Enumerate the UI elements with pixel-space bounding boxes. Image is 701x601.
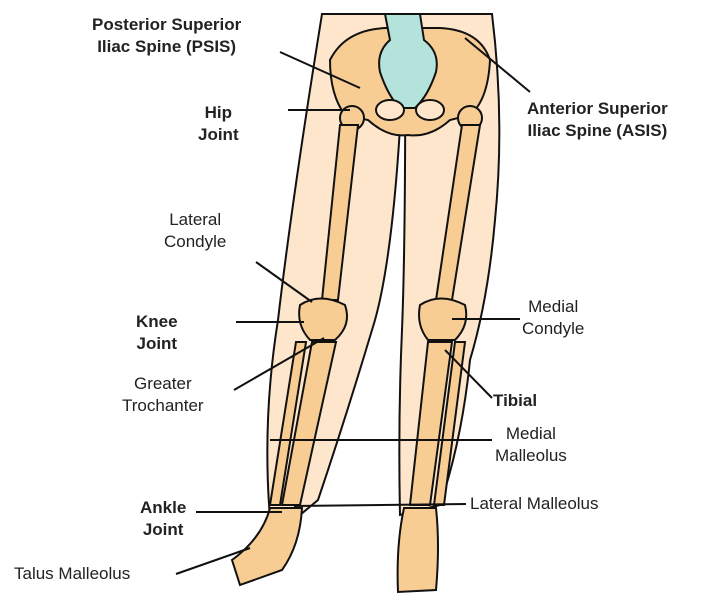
label-hip-joint: Hip Joint [198,102,239,146]
label-asis: Anterior Superior Iliac Spine (ASIS) [527,98,668,142]
label-medial-condyle: Medial Condyle [522,296,584,340]
label-psis: Posterior Superior Iliac Spine (PSIS) [92,14,241,58]
obturator-left [376,100,404,120]
label-lateral-malleolus: Lateral Malleolus [470,493,599,515]
label-lateral-condyle-line2: Condyle [164,231,226,253]
label-medial-malleolus-line2: Malleolus [495,445,567,467]
label-ankle-line2: Joint [140,519,186,541]
label-lateral-condyle: Lateral Condyle [164,209,226,253]
label-ankle-joint: Ankle Joint [140,497,186,541]
label-medial-condyle-line1: Medial [522,296,584,318]
label-knee-line1: Knee [136,311,178,333]
label-lateral-condyle-line1: Lateral [164,209,226,231]
label-medial-malleolus-line1: Medial [495,423,567,445]
label-knee-joint: Knee Joint [136,311,178,355]
label-knee-line2: Joint [136,333,178,355]
label-asis-line1: Anterior Superior [527,98,668,120]
label-psis-line1: Posterior Superior [92,14,241,36]
label-tibial: Tibial [493,390,537,412]
label-hip-line1: Hip [198,102,239,124]
label-ankle-line1: Ankle [140,497,186,519]
label-greater-trochanter-line2: Trochanter [122,395,204,417]
label-asis-line2: Iliac Spine (ASIS) [527,120,668,142]
foot-left [232,508,302,585]
foot-right [398,508,438,592]
label-medial-malleolus: Medial Malleolus [495,423,567,467]
label-greater-trochanter-line1: Greater [122,373,204,395]
label-talus-malleolus: Talus Malleolus [14,563,130,585]
knee-left [299,299,347,341]
obturator-right [416,100,444,120]
label-hip-line2: Joint [198,124,239,146]
label-medial-condyle-line2: Condyle [522,318,584,340]
label-greater-trochanter: Greater Trochanter [122,373,204,417]
label-psis-line2: Iliac Spine (PSIS) [92,36,241,58]
